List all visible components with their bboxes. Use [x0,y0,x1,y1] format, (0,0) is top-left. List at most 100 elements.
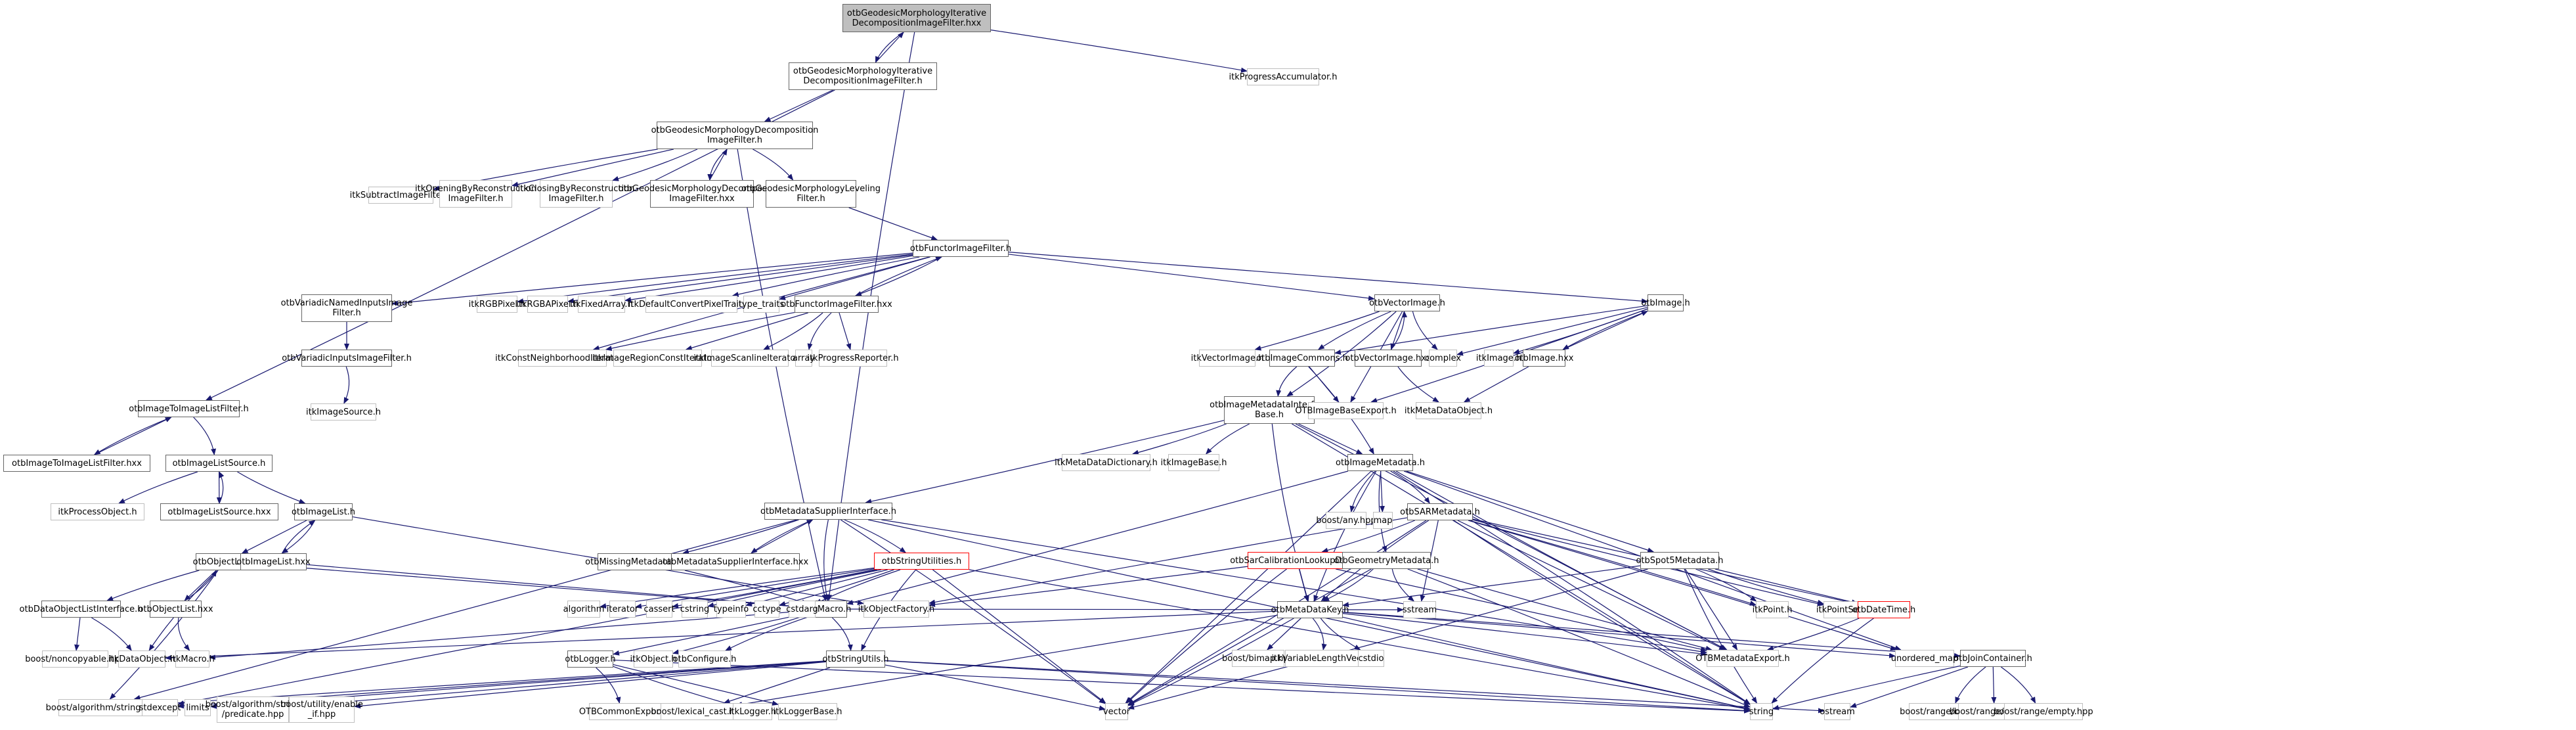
node-listsrc[interactable]: otbImageListSource.h [165,455,273,472]
edge-sarcal-to-mdexport [1336,568,1707,652]
edge-geommd-to-mdexport [1417,568,1713,651]
edge-joincont-to-ostream [1850,666,1969,708]
node-imgsource: itkImageSource.h [306,403,381,421]
node-iterator: iterator [607,601,638,618]
node-varnamed[interactable]: otbVariadicNamedInputsImage Filter.h [281,294,412,322]
edge-joincont-to-rangebegin [1955,666,1986,704]
node-boostalgstr: boost/algorithm/string.hpp [46,699,160,716]
edge-sarmd-to-unordmap [1468,520,1897,651]
edge-geommd-to-sstream [1391,568,1415,602]
edge-strutils-to-predicate [288,661,827,709]
node-logger[interactable]: otbLogger.h [565,650,616,668]
node-datetime[interactable]: otbDateTime.h [1852,601,1915,618]
edge-sarmd-to-itkpoint [1468,520,1757,606]
node-imagehxx[interactable]: otbImage.hxx [1515,350,1573,367]
node-varinputs[interactable]: otbVariadicInputsImageFilter.h [282,350,412,367]
edge-mdkey-to-unordmap [1342,612,1896,658]
edge-mdsupp-to-boostalgstr [133,519,797,700]
edge-macro-to-logger [613,612,808,656]
edge-imgmd-to-vector [1125,470,1372,704]
node-img2listhxx[interactable]: otbImageToImageListFilter.hxx [3,455,150,472]
node-itkpoint: itkPoint.h [1753,601,1792,618]
node-mdkey[interactable]: otbMetaDataKey.h [1271,601,1349,618]
edge-functorh-to-vectorimageh [1008,254,1375,301]
node-cctype: cctype [753,601,781,618]
node-fixedarray: itkFixedArray.h [570,296,633,313]
node-leveling[interactable]: otbGeodesicMorphologyLeveling Filter.h [741,180,881,208]
node-imgcommons[interactable]: otbImageCommons.h [1256,350,1348,367]
edge-decomphxx-to-decomph [709,148,728,181]
node-vectorimagehxx[interactable]: otbVectorImage.hxx [1345,350,1431,367]
node-mdsupphxx[interactable]: otbMetadataSupplierInterface.hxx [663,553,808,570]
node-decomph[interactable]: otbGeodesicMorphologyDecomposition Image… [651,122,818,149]
edge-functorh-to-imageh [1008,252,1648,304]
edge-imageh-to-imagehxx [1562,310,1648,350]
node-functorh[interactable]: otbFunctorImageFilter.h [910,240,1011,257]
edge-mdkey-to-joincont [1342,611,1961,658]
node-strutil[interactable]: otbStringUtilities.h [874,553,969,570]
node-functorhxx[interactable]: otbFunctorImageFilter.hxx [781,296,892,313]
edge-functorhxx-to-array [807,312,832,350]
edge-functorhxx-to-functorh [855,256,943,296]
node-itkimage: itkImage.h [1476,350,1521,367]
node-spot5[interactable]: otbSpot5Metadata.h [1636,552,1724,569]
edge-logger-to-itklogger [613,666,733,706]
node-img2list[interactable]: otbImageToImageListFilter.h [129,400,249,417]
node-dolint[interactable]: otbDataObjectListInterface.h [20,601,143,618]
edge-strutil-to-cstdarg [815,569,901,605]
node-listsrchxx[interactable]: otbImageListSource.hxx [160,503,278,520]
edge-imgmd-to-mdexport [1395,470,1728,650]
node-root[interactable]: otbGeodesicMorphologyIterative Decomposi… [842,4,991,32]
node-noncopy: boost/noncopyable.hpp [25,650,125,668]
edge-imgmd-to-mdkey [1313,470,1377,602]
node-imglisthxx[interactable]: otbImageList.hxx [236,553,311,570]
node-map: map [1373,512,1393,529]
node-constneigh: itkConstNeighborhoodIterator.h [495,350,630,367]
edge-joincont-to-rangeend [1991,666,1997,704]
node-geommd[interactable]: otbGeometryMetadata.h [1334,552,1439,569]
edge-imgmdib-to-mdkey [1271,423,1309,602]
edge-macro-to-configure [725,616,808,651]
edge-functorh-to-rgbpixel [517,254,913,304]
node-mdexport: OTBMetadataExport.h [1695,650,1790,667]
edge-dolint-to-dataobj [91,617,132,651]
node-commonexp: OTBCommonExport.h [579,703,671,720]
node-itkobject: itkObject.h [630,650,676,668]
node-progrep: itkProgressReporter.h [807,350,899,367]
node-rgbapixel: itkRGBAPixel.h [516,296,579,313]
node-bimap: boost/bimap.hpp [1222,650,1294,667]
node-sarcal[interactable]: otbSarCalibrationLookupData.h [1230,552,1364,569]
node-vectorimageh[interactable]: otbVectorImage.h [1369,294,1445,311]
edge-mdkey-to-string [1342,616,1751,711]
edge-varinputs-to-imgsource [343,366,350,404]
edge-mdkey-to-mdexport [1342,613,1707,656]
node-imgmd[interactable]: otbImageMetadata.h [1336,454,1425,471]
edge-sarcal-to-vector [1126,568,1287,704]
edge-imgmdib-to-mddict [1131,423,1227,455]
node-imglist[interactable]: otbImageList.h [292,503,355,520]
edge-imagehxx-to-metadataobj [1463,366,1529,403]
node-imgmdib[interactable]: otbImageMetadataInterface Base.h [1210,396,1329,424]
node-objlisthxx[interactable]: otbObjectList.hxx [138,601,213,618]
edge-spot5-to-mdexport [1684,568,1738,650]
node-iterh[interactable]: otbGeodesicMorphologyIterative Decomposi… [789,62,937,90]
node-rangeempty: boost/range/empty.hpp [1994,703,2093,720]
node-joincont[interactable]: otbJoinContainer.h [1954,650,2032,667]
edge-functorh-to-typetraits [779,256,930,300]
edge-img2list-to-listsrc [193,417,217,455]
node-imageh[interactable]: otbImage.h [1641,294,1690,311]
edge-vectorimagehxx-to-vectorimageh [1391,311,1408,350]
node-itkmacro: itkMacro.h [170,650,215,668]
edge-functorh-to-functorhxx [854,256,942,296]
node-mdsupp[interactable]: otbMetadataSupplierInterface.h [760,503,896,520]
edge-imglist-to-objlist [241,520,307,554]
node-sarmd[interactable]: otbSARMetadata.h [1400,503,1480,520]
node-decomphxx[interactable]: otbGeodesicMorphologyDecomposition Image… [619,180,785,208]
edge-spot5-to-mdkey [1342,565,1641,608]
node-typeinfo: typeinfo [714,601,749,618]
edge-leveling-to-functorh [848,207,938,240]
edge-iterh-to-root [875,32,904,63]
node-array: array [793,350,815,367]
node-strutils[interactable]: otbStringUtils.h [822,650,889,668]
edge-functorh-to-rgbapixel [567,254,913,304]
